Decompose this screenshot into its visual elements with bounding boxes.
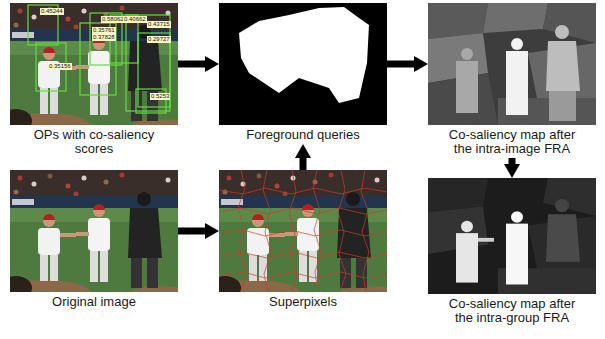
score-label: 0.5253 bbox=[150, 93, 170, 100]
panel-caption: Original image bbox=[22, 295, 167, 309]
intra-image-map-panel-part bbox=[461, 48, 473, 60]
panel-caption: Superpixels bbox=[231, 295, 376, 309]
intra-image-map-panel-part bbox=[483, 3, 548, 33]
object-proposal-boxes-part bbox=[110, 15, 138, 63]
object-proposal-boxes bbox=[28, 5, 170, 113]
original-image-panel bbox=[0, 170, 190, 308]
image-panel: OPs with co-saliency scores bbox=[10, 3, 178, 158]
foreground-mask-panel-part bbox=[219, 3, 387, 125]
score-label: 0.58062 bbox=[101, 16, 125, 23]
intra-group-map-panel-part bbox=[555, 199, 569, 212]
score-label: 0.35156 bbox=[48, 63, 72, 70]
intra-image-map-panel-part bbox=[511, 38, 523, 50]
flow-arrow bbox=[178, 228, 206, 235]
score-label: 0.29727 bbox=[147, 36, 171, 43]
intra-group-map-panel-part bbox=[456, 233, 478, 282]
superpixel-borders bbox=[219, 170, 387, 292]
image-panel: Foreground queries bbox=[219, 3, 387, 144]
superpixel-borders-part bbox=[219, 230, 387, 236]
intra-group-map-panel-part bbox=[511, 211, 523, 222]
intra-group-map-panel-part bbox=[546, 214, 580, 262]
ops-panel-part bbox=[0, 3, 190, 141]
score-label: 0.37828 bbox=[92, 34, 116, 41]
intra-group-map-panel-part bbox=[428, 178, 596, 294]
score-label: 0.43715 bbox=[147, 21, 171, 28]
object-proposal-boxes-part bbox=[136, 89, 166, 113]
flow-arrow bbox=[178, 61, 206, 68]
score-label: 0.35761 bbox=[92, 27, 116, 34]
superpixel-borders-part bbox=[219, 252, 387, 258]
superpixel-borders-part bbox=[219, 272, 387, 278]
panel-caption: Co-saliency map after the intra-image FR… bbox=[440, 128, 585, 156]
superpixel-borders-part bbox=[219, 188, 387, 194]
panel-caption: Co-saliency map after the intra-group FR… bbox=[440, 297, 585, 325]
intra-image-map-panel-part bbox=[456, 61, 478, 113]
score-label: 0.40662 bbox=[123, 16, 147, 23]
intra-image-map-panel-part bbox=[428, 3, 596, 125]
image-panel: Co-saliency map after the intra-group FR… bbox=[428, 178, 596, 327]
score-label: 0.45244 bbox=[40, 8, 64, 15]
panel-caption: OPs with co-saliency scores bbox=[22, 128, 167, 156]
foreground-mask-panel bbox=[219, 3, 387, 125]
foreground-mask-panel-part bbox=[307, 65, 321, 75]
intra-image-map-panel-part bbox=[555, 25, 569, 39]
intra-image-map-panel-part bbox=[543, 3, 596, 43]
superpixel-panel bbox=[205, 170, 399, 308]
intra-group-map-panel-part bbox=[506, 224, 528, 285]
superpixel-borders-part bbox=[219, 208, 387, 214]
intra-image-map-panel-part bbox=[549, 91, 576, 121]
intra-group-map-panel-part bbox=[478, 238, 494, 242]
object-proposal-boxes-part bbox=[28, 5, 58, 45]
panel-caption: Foreground queries bbox=[231, 128, 376, 142]
flow-arrow bbox=[300, 157, 307, 170]
object-proposal-boxes-part bbox=[36, 43, 66, 91]
object-proposal-boxes-part bbox=[90, 13, 122, 65]
intra-group-map-panel-part bbox=[461, 221, 473, 232]
intra-image-map-panel bbox=[428, 3, 596, 125]
intra-group-map-panel-part bbox=[543, 178, 596, 216]
intra-group-map-panel bbox=[428, 178, 596, 294]
intra-image-map-panel-part bbox=[546, 41, 580, 91]
foreground-mask-panel-part bbox=[255, 58, 267, 71]
intra-image-map-panel-part bbox=[506, 51, 528, 115]
image-panel: Original image bbox=[10, 170, 178, 311]
ops-panel bbox=[0, 3, 190, 141]
flow-arrow bbox=[509, 158, 516, 165]
object-proposal-boxes-part bbox=[138, 33, 170, 107]
superpixel-panel-part bbox=[205, 170, 399, 308]
image-panel: Co-saliency map after the intra-image FR… bbox=[428, 3, 596, 158]
image-panel: Superpixels bbox=[219, 170, 387, 311]
foreground-mask-panel-part bbox=[239, 7, 369, 103]
flow-arrow bbox=[387, 61, 415, 68]
original-image-panel-part bbox=[0, 170, 190, 308]
